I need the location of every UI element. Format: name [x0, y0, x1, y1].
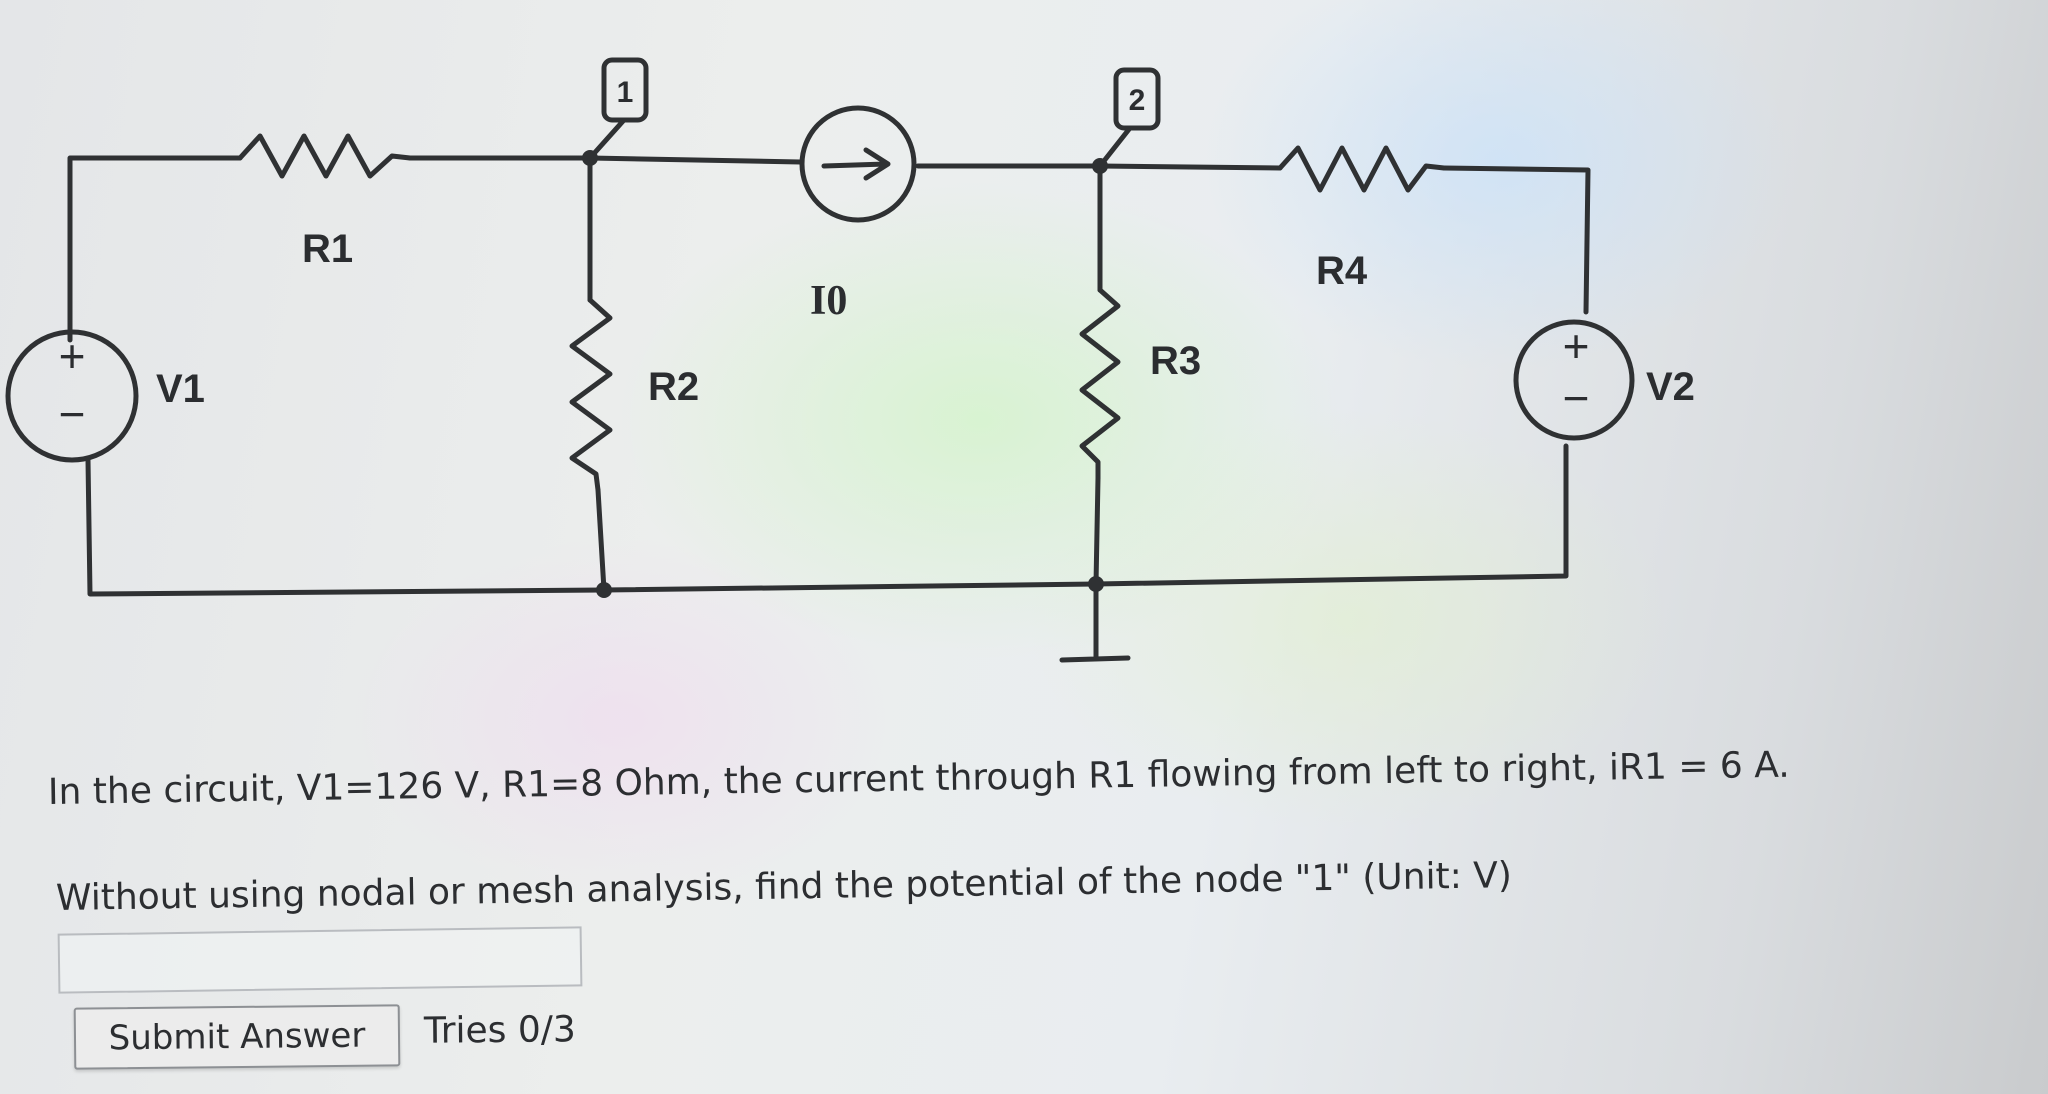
voltage-source-v1 — [5, 329, 139, 463]
r1-label: R1 — [302, 227, 353, 271]
wire-r3-bottom — [1093, 475, 1101, 587]
question-instruction: Without using nodal or mesh analysis, fi… — [55, 855, 1513, 919]
v2-label: V2 — [1646, 365, 1695, 409]
ground-symbol — [1059, 581, 1131, 663]
wire-r4-v2 — [1441, 165, 1591, 315]
v1-plus-sign: + — [59, 330, 86, 382]
wire-bottom — [85, 443, 1569, 597]
node1-flag — [601, 57, 649, 123]
answer-input[interactable] — [57, 926, 583, 994]
junction-bottom-left — [596, 582, 612, 598]
v2-plus-sign: + — [1563, 320, 1590, 372]
circuit-diagram: + − + − 1 2 R1 R2 R3 R4 I0 V1 V2 — [5, 57, 1695, 663]
arrow-right-icon — [821, 147, 891, 181]
tries-counter: Tries 0/3 — [423, 1009, 577, 1052]
r2-label: R2 — [648, 365, 699, 409]
node2-flag-stem — [1097, 125, 1133, 169]
resistor-r4 — [1277, 145, 1447, 193]
v1-minus-sign: − — [59, 388, 86, 440]
junction-bottom-right — [1088, 576, 1104, 592]
submit-answer-button[interactable]: Submit Answer — [73, 1004, 401, 1070]
wire-r2-bottom — [595, 487, 607, 593]
resistor-r2 — [569, 297, 613, 493]
v1-label: V1 — [156, 367, 205, 411]
current-source-i0 — [799, 105, 917, 223]
resistor-r3 — [1079, 287, 1121, 481]
node1-label: 1 — [617, 76, 634, 109]
r4-label: R4 — [1316, 249, 1368, 293]
voltage-source-v2 — [1513, 319, 1635, 441]
i0-label: I0 — [810, 278, 847, 324]
node1-flag-stem — [587, 117, 627, 161]
wire-node2-r4 — [1097, 163, 1283, 171]
wire-node1-i0 — [587, 155, 803, 165]
resistor-r1 — [237, 133, 413, 179]
v2-minus-sign: − — [1563, 372, 1590, 424]
wire-top-left — [67, 155, 243, 343]
r3-label: R3 — [1150, 339, 1201, 383]
node2-label: 2 — [1129, 84, 1146, 117]
node2-flag — [1113, 67, 1161, 131]
